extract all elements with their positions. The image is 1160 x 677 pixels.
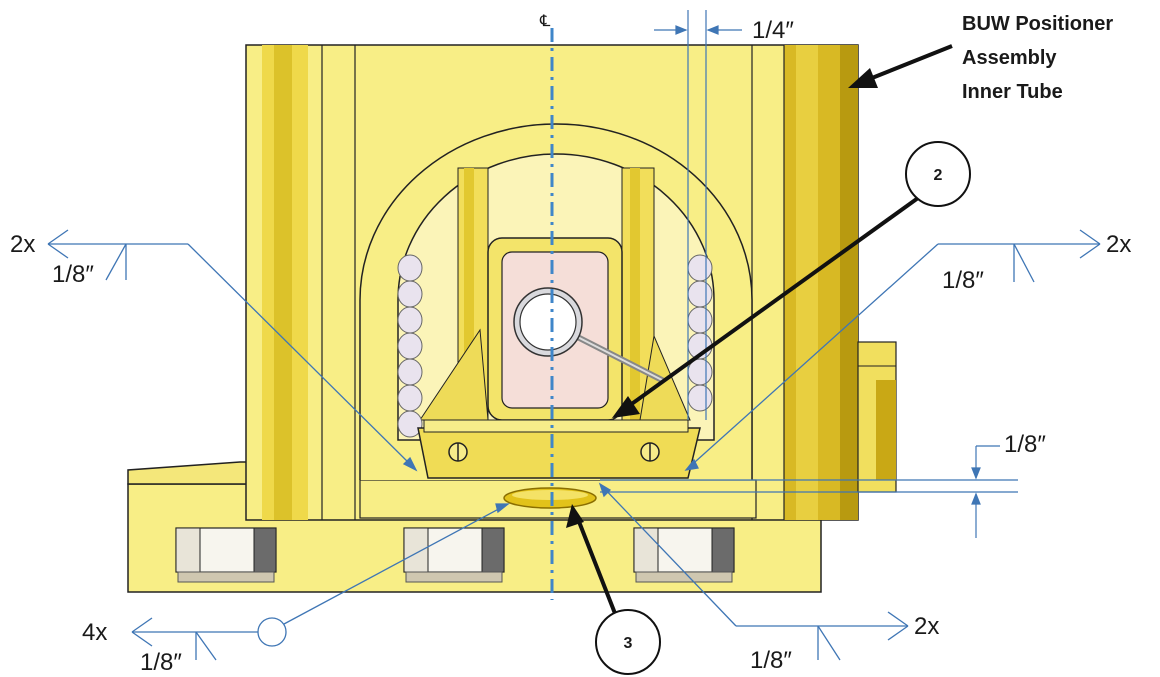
- weld-left-top-size: 1/8″: [52, 261, 94, 288]
- callout-line-2: Assembly: [962, 47, 1057, 69]
- hex-nuts: [175, 527, 735, 583]
- positioner-assembly: [127, 44, 897, 593]
- weld-right-bottom-count: 2x: [914, 613, 939, 640]
- weld-right-bottom-size: 1/8″: [750, 647, 792, 674]
- balloon-3: 3: [566, 504, 661, 675]
- weld-symbol-right-bottom: [598, 482, 909, 661]
- callout-line-3: Inner Tube: [962, 81, 1063, 103]
- slot-weld-highlight: [512, 490, 588, 500]
- weld-right-top-count: 2x: [1106, 231, 1131, 258]
- left-post-shade: [464, 168, 474, 440]
- inner-tube-callout: BUW Positioner Assembly Inner Tube: [848, 13, 1113, 103]
- dimension-eighth-inch: [600, 445, 1018, 538]
- balloon-2-label: 2: [934, 167, 943, 184]
- weld-left-bottom-size: 1/8″: [140, 649, 182, 676]
- weld-left-top-count: 2x: [10, 231, 35, 258]
- weld-symbol-left-bottom: [131, 503, 510, 661]
- tube-right-gold-dark: [840, 45, 858, 520]
- tube-right-gold-mid: [796, 45, 818, 520]
- pin-inner: [519, 293, 577, 351]
- right-post-shade: [630, 168, 640, 440]
- balloon-3-arrowhead: [566, 504, 584, 528]
- dimension-quarter-inch: [654, 10, 742, 420]
- cross-bar-screws: [448, 442, 660, 462]
- weld-symbol-left-top: [47, 229, 418, 472]
- callout-arrowhead: [848, 68, 878, 88]
- hex-nut-left: [175, 527, 277, 583]
- centerline-symbol: ℄: [539, 13, 551, 30]
- left-spring-coils: [397, 254, 423, 438]
- weld-symbol-right-top: [684, 229, 1101, 471]
- balloon-2: 2: [612, 141, 971, 418]
- callout-line-1: BUW Positioner: [962, 13, 1113, 35]
- weld-left-bottom-count: 4x: [82, 619, 107, 646]
- dimension-eighth-label: 1/8″: [1004, 431, 1046, 458]
- balloon-3-label: 3: [624, 635, 633, 652]
- balloon-2-leader: [624, 196, 920, 410]
- tube-left-shade-core: [274, 45, 292, 520]
- base-left-slope: [127, 461, 249, 485]
- side-bracket-shade: [876, 380, 896, 480]
- balloon-3-leader: [574, 513, 618, 617]
- cross-bar-top: [423, 419, 689, 433]
- callout-leader: [861, 44, 953, 84]
- dimension-quarter-label: 1/4″: [752, 17, 794, 44]
- weld-right-top-size: 1/8″: [942, 267, 984, 294]
- balloon-2-arrowhead: [612, 396, 640, 418]
- hex-nut-center: [403, 527, 505, 583]
